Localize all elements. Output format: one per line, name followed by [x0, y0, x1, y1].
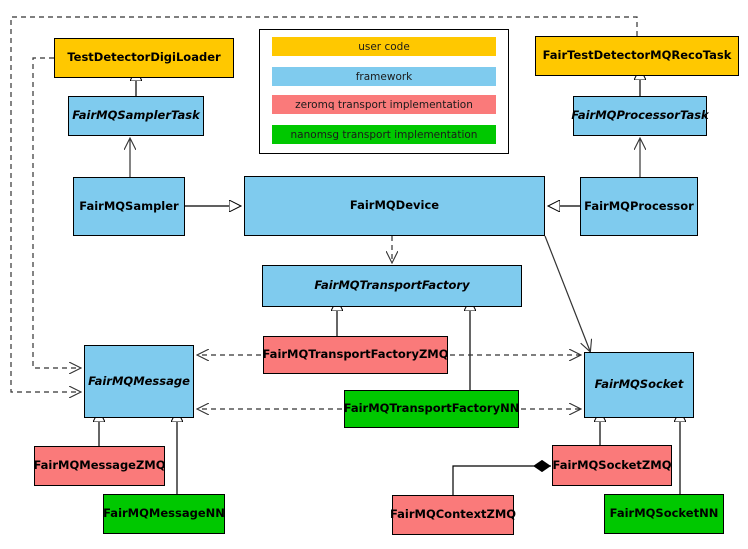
class-node-fairmqsamplertask[interactable]: FairMQSamplerTask — [68, 96, 204, 136]
class-label-fairmqprocessor: FairMQProcessor — [584, 198, 694, 213]
class-node-fairmqtransportfactorynn[interactable]: FairMQTransportFactoryNN — [344, 390, 519, 428]
class-label-fairmqtransportfactory: FairMQTransportFactory — [314, 278, 470, 293]
class-node-fairmqdevice[interactable]: FairMQDevice — [244, 176, 545, 236]
legend-item-framework: framework — [272, 67, 496, 86]
legend-label-framework: framework — [355, 70, 413, 83]
class-node-fairmqtransportfactory[interactable]: FairMQTransportFactory — [262, 265, 522, 307]
class-label-fairtestdetectormqrecotask: FairTestDetectorMQRecoTask — [542, 48, 732, 63]
legend-label-nanomsg: nanomsg transport implementation — [290, 128, 478, 141]
class-node-fairmqsampler[interactable]: FairMQSampler — [73, 177, 185, 236]
edge-device-to-socket — [544, 235, 590, 351]
class-node-fairmqcontextzmq[interactable]: FairMQContextZMQ — [389, 495, 517, 535]
legend-label-zeromq: zeromq transport implementation — [295, 98, 473, 111]
class-label-fairmqsocketzmq: FairMQSocketZMQ — [552, 457, 672, 472]
class-label-fairmqdevice: FairMQDevice — [349, 198, 440, 213]
class-label-testdetectordigiloader: TestDetectorDigiLoader — [67, 50, 221, 65]
class-label-fairmqcontextzmq: FairMQContextZMQ — [389, 507, 517, 522]
class-node-fairmqsocket[interactable]: FairMQSocket — [584, 352, 694, 418]
class-label-fairmqsocketnn: FairMQSocketNN — [609, 506, 719, 521]
class-node-testdetectordigiloader[interactable]: TestDetectorDigiLoader — [54, 38, 234, 78]
class-node-fairmqmessagenn[interactable]: FairMQMessageNN — [103, 494, 225, 534]
class-label-fairmqmessagezmq: FairMQMessageZMQ — [33, 458, 166, 473]
legend-item-user-code: user code — [272, 37, 496, 56]
class-label-fairmqmessagenn: FairMQMessageNN — [103, 506, 225, 521]
class-label-fairmqsampler: FairMQSampler — [79, 198, 179, 213]
class-node-fairmqtransportfactoryzmq[interactable]: FairMQTransportFactoryZMQ — [262, 336, 449, 374]
class-label-fairmqsocket: FairMQSocket — [594, 377, 684, 392]
class-node-fairmqprocessortask[interactable]: FairMQProcessorTask — [571, 96, 709, 136]
class-label-fairmqmessage: FairMQMessage — [88, 373, 190, 388]
class-node-fairmqprocessor[interactable]: FairMQProcessor — [580, 177, 698, 236]
class-label-fairmqprocessortask: FairMQProcessorTask — [571, 108, 709, 123]
class-label-fairmqsamplertask: FairMQSamplerTask — [72, 108, 200, 123]
edge-contextzmq-to-socketzmq — [452, 466, 551, 495]
class-label-fairmqtransportfactorynn: FairMQTransportFactoryNN — [343, 401, 520, 416]
class-node-fairmqsocketnn[interactable]: FairMQSocketNN — [604, 494, 724, 534]
legend-item-nanomsg: nanomsg transport implementation — [272, 125, 496, 144]
class-node-fairtestdetectormqrecotask[interactable]: FairTestDetectorMQRecoTask — [535, 36, 739, 76]
class-node-fairmqmessagezmq[interactable]: FairMQMessageZMQ — [33, 446, 166, 486]
class-node-fairmqsocketzmq[interactable]: FairMQSocketZMQ — [552, 445, 672, 486]
class-label-fairmqtransportfactoryzmq: FairMQTransportFactoryZMQ — [262, 347, 449, 362]
legend-label-user-code: user code — [358, 40, 410, 53]
class-node-fairmqmessage[interactable]: FairMQMessage — [84, 345, 194, 418]
legend-item-zeromq: zeromq transport implementation — [272, 95, 496, 114]
